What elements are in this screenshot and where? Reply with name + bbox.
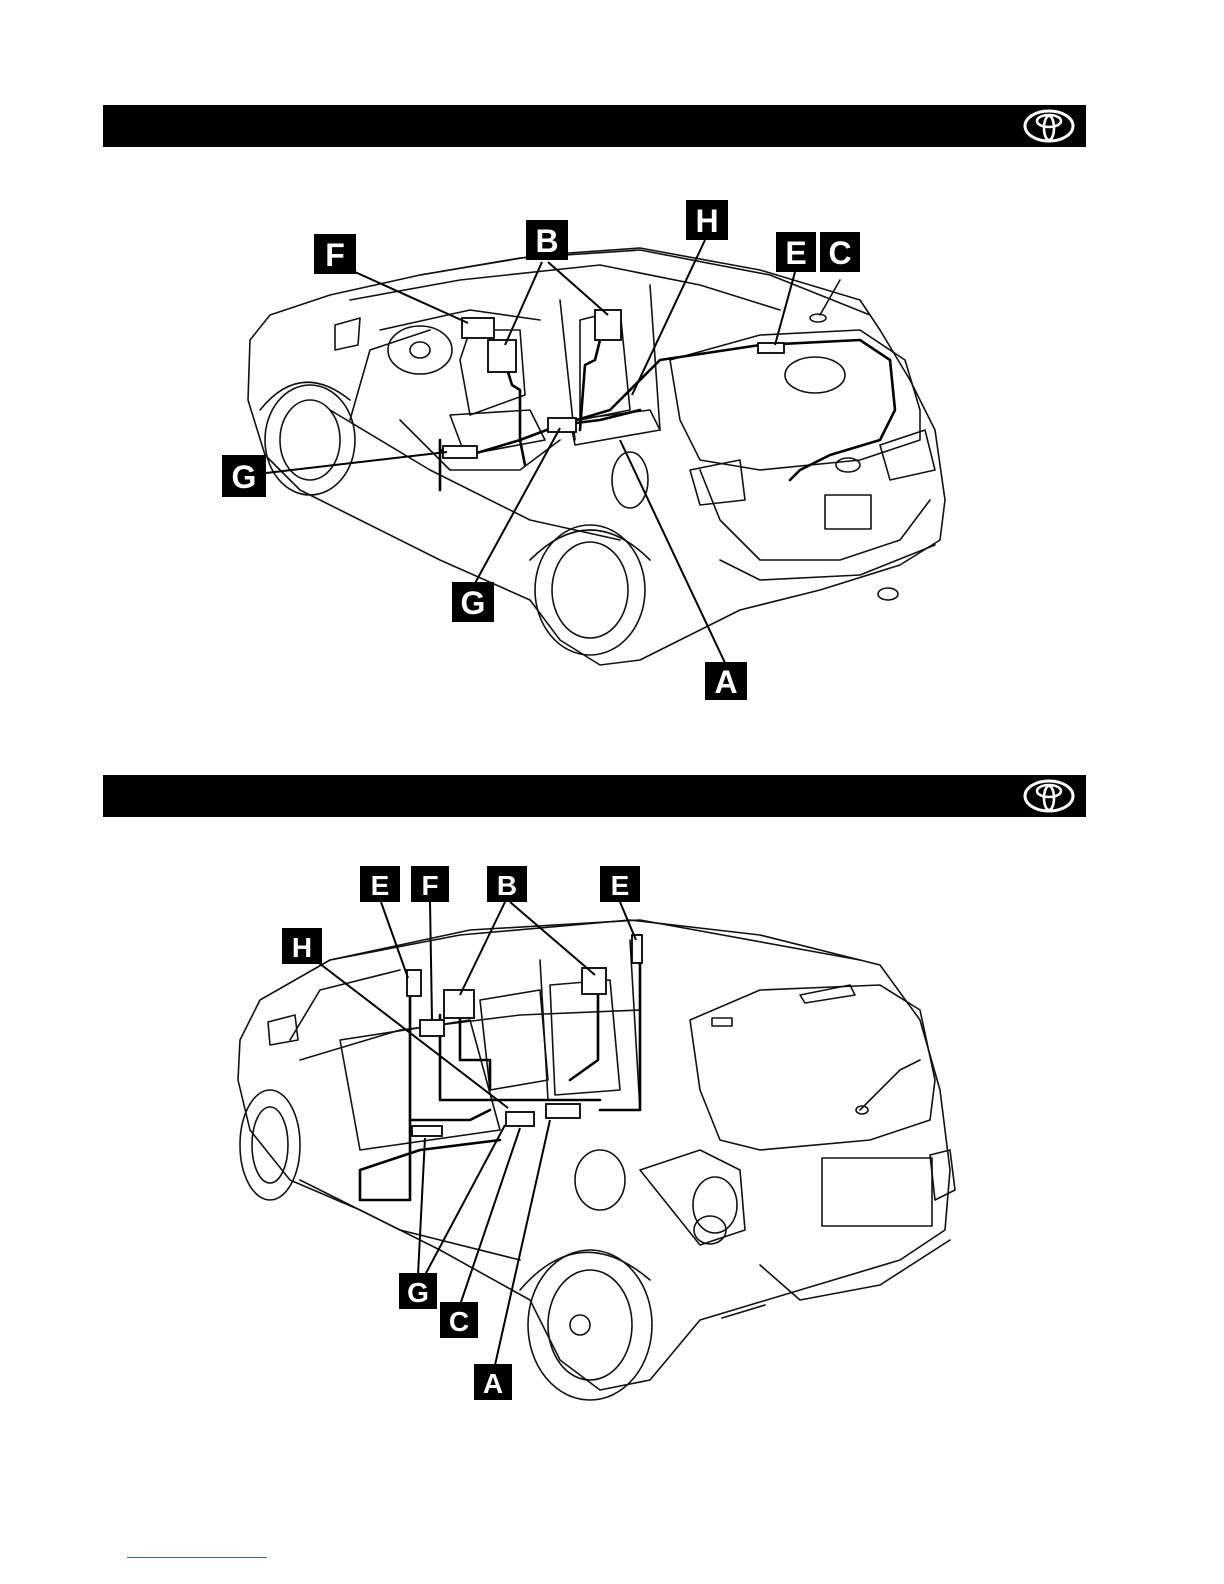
center-module	[546, 1104, 580, 1118]
left-curtain-airbag-module	[407, 970, 421, 996]
bottom-label-C: C	[440, 1302, 478, 1338]
dash-module	[462, 318, 494, 338]
svg-text:B: B	[535, 223, 558, 259]
top-label-H: H	[686, 200, 728, 240]
front-seat-airbag-module	[488, 340, 516, 372]
right-curtain-airbag-module	[632, 935, 642, 963]
center-sensor	[506, 1112, 534, 1126]
svg-text:E: E	[785, 235, 806, 271]
bottom-car-outline	[238, 920, 955, 1400]
dash-module	[420, 1020, 444, 1036]
side-connector	[443, 446, 477, 458]
bottom-leader-lines	[315, 902, 636, 1365]
svg-text:E: E	[611, 870, 630, 901]
svg-text:B: B	[497, 870, 517, 901]
center-connector	[548, 418, 576, 432]
bottom-label-G: G	[399, 1273, 437, 1309]
roof-module	[758, 343, 784, 353]
top-label-G-left: G	[222, 455, 266, 497]
bottom-label-E-right: E	[600, 866, 640, 902]
svg-text:H: H	[292, 932, 312, 963]
bottom-wiring-harness	[360, 935, 642, 1200]
svg-text:A: A	[714, 664, 737, 700]
rear-seat-airbag-module	[582, 968, 606, 994]
bottom-label-B: B	[487, 866, 527, 902]
svg-text:C: C	[828, 235, 851, 271]
top-label-A: A	[705, 662, 747, 700]
svg-text:F: F	[421, 870, 438, 901]
bottom-label-E-left: E	[360, 866, 400, 902]
bottom-label-H: H	[282, 928, 322, 964]
top-label-B: B	[526, 220, 568, 260]
svg-text:C: C	[449, 1306, 469, 1337]
top-vehicle-diagram: F B H E C G G A	[0, 0, 1224, 760]
top-label-E: E	[776, 232, 816, 272]
svg-text:A: A	[483, 1368, 503, 1399]
top-label-C: C	[820, 232, 860, 272]
toyota-logo-icon	[1020, 778, 1078, 814]
top-label-G-bottom: G	[452, 582, 494, 622]
svg-text:G: G	[461, 585, 486, 621]
top-label-F: F	[314, 234, 356, 274]
svg-text:F: F	[325, 237, 345, 273]
svg-text:G: G	[232, 459, 257, 495]
footer-link-underline[interactable]	[127, 1557, 267, 1558]
floor-connector	[412, 1126, 442, 1136]
bottom-label-F: F	[411, 866, 449, 902]
svg-text:G: G	[407, 1277, 429, 1308]
section-header-bottom	[103, 775, 1086, 817]
front-seat-airbag-module	[444, 990, 474, 1018]
svg-text:H: H	[695, 203, 718, 239]
svg-text:E: E	[371, 870, 390, 901]
bottom-label-A: A	[474, 1364, 512, 1400]
